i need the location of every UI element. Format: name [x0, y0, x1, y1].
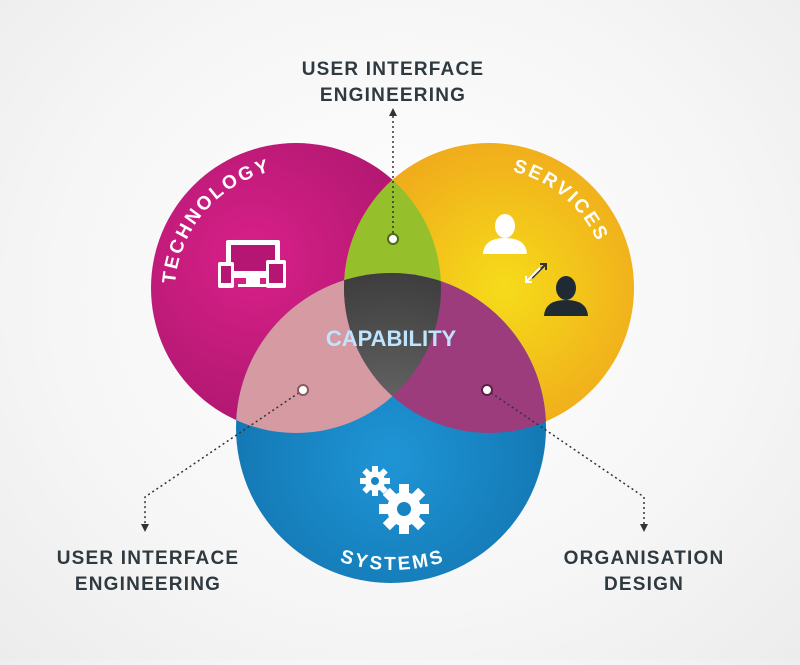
- connector-top: [387, 108, 399, 245]
- callout-top-line2: ENGINEERING: [319, 85, 467, 106]
- callout-bottom-left-line2: ENGINEERING: [74, 574, 222, 595]
- user-white-icon: [483, 214, 527, 254]
- callout-top-line1: USER INTERFACE: [301, 59, 485, 80]
- callout-bottom-right-line1: ORGANISATION: [563, 548, 725, 569]
- connector-bottom-right: [481, 384, 648, 532]
- exchange-arrow-icon: [525, 263, 547, 283]
- callout-bottom-right: ORGANISATION DESIGN: [534, 546, 754, 598]
- connector-bottom-left: [141, 384, 309, 532]
- capability-label: CAPABILITY: [326, 326, 457, 351]
- large-gear-icon: [379, 484, 429, 534]
- callout-bottom-left-line1: USER INTERFACE: [56, 548, 240, 569]
- gears-icon: [360, 466, 429, 534]
- user-dark-icon: [544, 276, 588, 316]
- callout-bottom-right-line2: DESIGN: [603, 574, 685, 595]
- callout-bottom-left: USER INTERFACE ENGINEERING: [28, 546, 268, 598]
- users-exchange-icon: [483, 214, 588, 316]
- callout-top: USER INTERFACE ENGINEERING: [273, 57, 513, 109]
- small-gear-icon: [360, 466, 390, 496]
- devices-icon: [218, 240, 286, 288]
